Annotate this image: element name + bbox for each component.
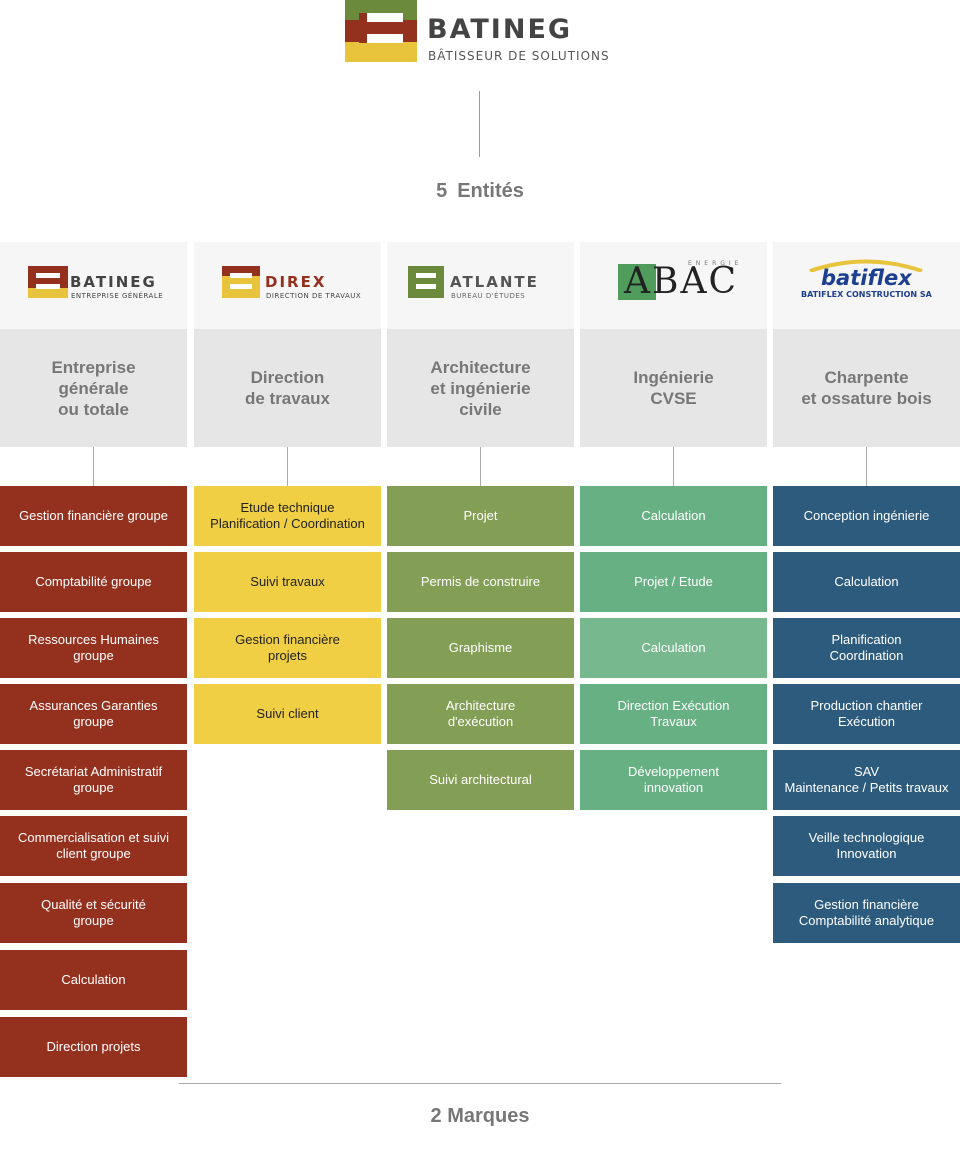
logo-name-atlante: ATLANTE bbox=[450, 273, 539, 291]
abac-logo-square bbox=[618, 264, 656, 300]
entity-title-batiflex: Charpente et ossature bois bbox=[773, 329, 960, 447]
item-batineg-9: Direction projets bbox=[0, 1017, 187, 1077]
item-direx-2: Suivi travaux bbox=[194, 552, 381, 612]
logo-box-abac: ABAC ENERGIE bbox=[580, 242, 767, 329]
atlante-logo-icon bbox=[408, 266, 444, 298]
item-abac-4: Direction Exécution Travaux bbox=[580, 684, 767, 744]
entities-heading: 5 Entités bbox=[380, 180, 580, 203]
logo-box-atlante: ATLANTE BUREAU D'ÉTUDES bbox=[387, 242, 574, 329]
item-direx-3: Gestion financière projets bbox=[194, 618, 381, 678]
item-batineg-7: Qualité et sécurité groupe bbox=[0, 883, 187, 943]
batiflex-arc-icon bbox=[809, 259, 923, 272]
item-batiflex-3: Planification Coordination bbox=[773, 618, 960, 678]
batineg-entity-logo-icon bbox=[28, 266, 68, 298]
direx-logo-icon bbox=[222, 266, 260, 298]
item-direx-1: Etude technique Planification / Coordina… bbox=[194, 486, 381, 546]
logo-name-direx: DIREX bbox=[265, 273, 327, 291]
entity-title-direx: Direction de travaux bbox=[194, 329, 381, 447]
batineg-logo-icon bbox=[345, 0, 417, 62]
item-abac-3: Calculation bbox=[580, 618, 767, 678]
item-atlante-1: Projet bbox=[387, 486, 574, 546]
connector-abac bbox=[673, 447, 674, 487]
item-atlante-4: Architecture d'exécution bbox=[387, 684, 574, 744]
item-direx-4: Suivi client bbox=[194, 684, 381, 744]
item-batiflex-4: Production chantier Exécution bbox=[773, 684, 960, 744]
bottom-divider-line bbox=[179, 1083, 781, 1084]
item-batiflex-2: Calculation bbox=[773, 552, 960, 612]
item-atlante-5: Suivi architectural bbox=[387, 750, 574, 810]
connector-batineg bbox=[93, 447, 94, 487]
entity-title-abac: Ingénierie CVSE bbox=[580, 329, 767, 447]
top-connector-line bbox=[479, 91, 480, 157]
item-batineg-5: Secrétariat Administratif groupe bbox=[0, 750, 187, 810]
item-batineg-3: Ressources Humaines groupe bbox=[0, 618, 187, 678]
item-atlante-3: Graphisme bbox=[387, 618, 574, 678]
entity-title-atlante: Architecture et ingénierie civile bbox=[387, 329, 574, 447]
logo-name-batineg: BATINEG bbox=[70, 273, 157, 291]
logo-subtitle-batiflex: BATIFLEX CONSTRUCTION SA bbox=[801, 290, 932, 299]
item-abac-2: Projet / Etude bbox=[580, 552, 767, 612]
item-batiflex-7: Gestion financière Comptabilité analytiq… bbox=[773, 883, 960, 943]
logo-name-batiflex: batiflex bbox=[821, 266, 912, 290]
item-atlante-2: Permis de construire bbox=[387, 552, 574, 612]
entities-label: Entités bbox=[457, 180, 524, 202]
logo-subtitle-atlante: BUREAU D'ÉTUDES bbox=[451, 292, 526, 300]
item-abac-1: Calculation bbox=[580, 486, 767, 546]
brands-heading: 2 Marques bbox=[430, 1105, 530, 1127]
item-batiflex-1: Conception ingénierie bbox=[773, 486, 960, 546]
logo-box-direx: DIREX DIRECTION DE TRAVAUX bbox=[194, 242, 381, 329]
connector-batiflex bbox=[866, 447, 867, 487]
item-batineg-6: Commercialisation et suivi client groupe bbox=[0, 816, 187, 876]
entity-title-batineg: Entreprise générale ou totale bbox=[0, 329, 187, 447]
logo-box-batineg: BATINEG ENTREPRISE GÉNÉRALE bbox=[0, 242, 187, 329]
brand-name: BATINEG bbox=[427, 14, 573, 45]
logo-name-abac: ABAC bbox=[624, 261, 738, 302]
logo-subtitle-abac: ENERGIE bbox=[688, 260, 743, 267]
connector-atlante bbox=[480, 447, 481, 487]
logo-subtitle-direx: DIRECTION DE TRAVAUX bbox=[266, 292, 362, 300]
item-batiflex-6: Veille technologique Innovation bbox=[773, 816, 960, 876]
brand-tagline: BÂTISSEUR DE SOLUTIONS bbox=[428, 49, 610, 63]
item-batineg-8: Calculation bbox=[0, 950, 187, 1010]
item-batiflex-5: SAV Maintenance / Petits travaux bbox=[773, 750, 960, 810]
logo-subtitle-batineg: ENTREPRISE GÉNÉRALE bbox=[71, 292, 164, 300]
batineg-main-logo: BATINEG BÂTISSEUR DE SOLUTIONS bbox=[345, 0, 625, 64]
item-abac-5: Développement innovation bbox=[580, 750, 767, 810]
item-batineg-1: Gestion financière groupe bbox=[0, 486, 187, 546]
connector-direx bbox=[287, 447, 288, 487]
entities-count: 5 bbox=[436, 180, 448, 202]
logo-box-batiflex: batiflex BATIFLEX CONSTRUCTION SA bbox=[773, 242, 960, 329]
item-batineg-2: Comptabilité groupe bbox=[0, 552, 187, 612]
item-batineg-4: Assurances Garanties groupe bbox=[0, 684, 187, 744]
